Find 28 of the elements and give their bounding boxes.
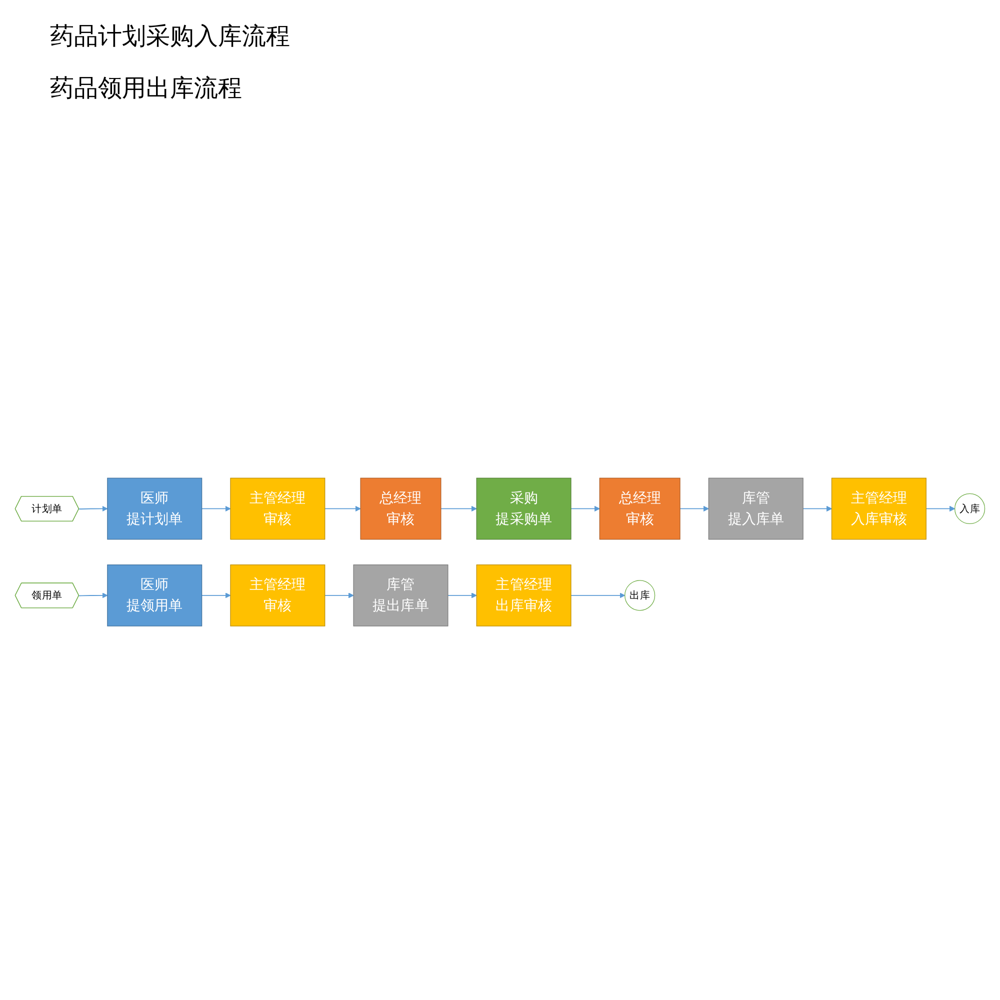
node-box: 医师 提计划单 [107, 478, 202, 540]
arrow [570, 592, 626, 598]
arrow [324, 592, 354, 598]
arrow [926, 506, 956, 512]
arrow [440, 506, 477, 512]
node-box: 主管经理 入库审核 [831, 478, 926, 540]
flow-heading: 药品计划采购入库流程 [50, 21, 291, 52]
node-box: 库管 提出库单 [353, 564, 448, 626]
node-circle: 入库 [954, 493, 986, 524]
node-box: 主管经理 审核 [230, 564, 326, 626]
flow-heading: 药品领用出库流程 [50, 73, 243, 104]
arrow [78, 592, 108, 598]
node-box: 采购 提采购单 [476, 478, 572, 540]
arrow [324, 506, 361, 512]
node-circle: 出库 [624, 580, 656, 611]
arrow [680, 506, 709, 512]
arrow [201, 592, 231, 598]
node-box: 主管经理 出库审核 [476, 564, 572, 626]
node-box: 医师 提领用单 [107, 564, 202, 626]
arrow [447, 592, 477, 598]
arrow [201, 506, 231, 512]
arrow [570, 506, 600, 512]
node-box: 主管经理 审核 [230, 478, 326, 540]
node-box: 总经理 审核 [599, 478, 680, 540]
arrow [78, 506, 108, 512]
arrow [802, 506, 832, 512]
node-box: 总经理 审核 [360, 478, 442, 540]
node-box: 库管 提入库单 [708, 478, 804, 540]
